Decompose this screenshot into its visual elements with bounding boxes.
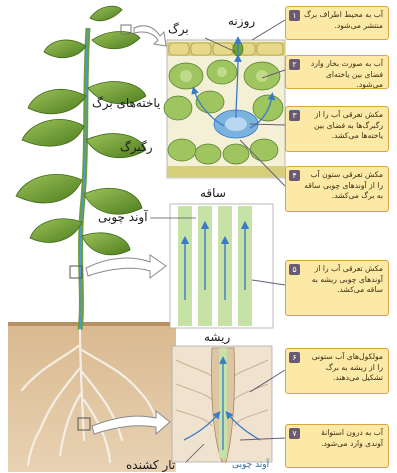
step-number-badge: ۶ (289, 352, 300, 363)
step-callout: ۲ آب به صورت بخار وارد فضای بین یاخته‌ای… (285, 55, 389, 89)
label-root-hair: تار کشنده (126, 458, 175, 472)
step-callout: ۳ مکش تعرقی آب را از رگبرگ‌ها به فضای بی… (285, 106, 389, 152)
label-root: ریشه (204, 330, 230, 344)
label-xylem-bottom: آوند چوبی (232, 458, 269, 472)
step-callout: ۴ مکش تعرقی ستون آب را از آوندهای چوبی س… (285, 166, 389, 212)
step-text: مکش تعرقی آب را از رگبرگ‌ها به فضای بین … (314, 110, 383, 140)
step-text: آب به درون استوانهٔ آوندی وارد می‌شود. (321, 428, 383, 448)
step-callout: ۷ آب به درون استوانهٔ آوندی وارد می‌شود. (285, 424, 389, 468)
step-callout: ۱ آب به محیط اطراف برگ منتشر می‌شود. (285, 6, 389, 40)
step-number-badge: ۷ (289, 428, 300, 439)
label-vein: رگبرگ (120, 140, 153, 154)
root-detail-panel (172, 346, 272, 462)
step-text: آب به صورت بخار وارد فضای بین یاخته‌ای م… (311, 59, 383, 89)
label-leaf-cells: یاخته‌های برگ (92, 96, 160, 110)
step-number-badge: ۱ (289, 10, 300, 21)
step-text: آب به محیط اطراف برگ منتشر می‌شود. (304, 10, 383, 30)
soil (8, 322, 176, 472)
label-stem: ساقه (200, 186, 226, 200)
step-number-badge: ۲ (289, 59, 300, 70)
step-callout: ۶ مولکول‌های آب ستونی را از ریشه به برگ … (285, 348, 389, 394)
label-stomata: روزنه (228, 14, 255, 28)
step-text: مکش تعرقی ستون آب را از آوندهای چوبی ساق… (304, 170, 383, 200)
step-text: مکش تعرقی آب را از آوندهای چوبی ریشه به … (312, 264, 383, 294)
step-number-badge: ۴ (289, 170, 300, 181)
step-number-badge: ۵ (289, 264, 300, 275)
step-callout: ۵ مکش تعرقی آب را از آوندهای چوبی ریشه ب… (285, 260, 389, 316)
step-text: مولکول‌های آب ستونی را از ریشه به برگ تش… (312, 352, 383, 382)
label-leaf: برگ (168, 22, 189, 36)
step-number-badge: ۳ (289, 110, 300, 121)
leaf-cross-section (164, 38, 285, 178)
label-xylem: آوند چوبی (98, 210, 148, 224)
stem-xylem-panel (150, 204, 273, 328)
